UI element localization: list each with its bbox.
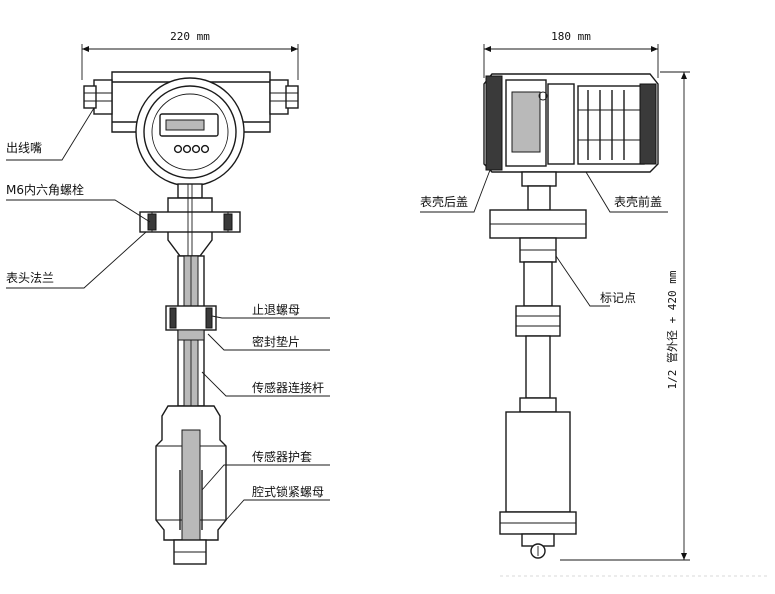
right-cable-gland [269, 79, 299, 115]
label-m6-bolt: M6内六角螺栓 [6, 182, 84, 197]
label-sensor-rod: 传感器连接杆 [252, 380, 324, 395]
front-view: 220 mm [6, 30, 330, 565]
transmitter-housing [83, 71, 299, 187]
label-head-flange: 表头法兰 [6, 271, 54, 285]
label-outlet-nozzle: 出线嘴 [6, 141, 42, 155]
side-width-text: 180 mm [551, 30, 591, 43]
label-sensor-sheath: 传感器护套 [252, 449, 312, 464]
front-width-text: 220 mm [170, 30, 210, 43]
label-ferrule-nut: 腔式锁紧螺母 [252, 484, 324, 499]
left-cable-gland [83, 79, 113, 115]
front-width-dimension: 220 mm [81, 30, 299, 80]
label-stop-nut: 止退螺母 [252, 303, 300, 317]
side-stem [499, 305, 577, 559]
height-text: 1/2 管外径 + 420 mm [665, 270, 679, 389]
label-front-cover: 表壳前盖 [614, 194, 662, 209]
front-leaders [6, 107, 330, 521]
front-lower-body [155, 405, 227, 565]
side-housing [483, 73, 659, 173]
label-seal-gasket: 密封垫片 [252, 334, 300, 349]
label-rear-cover: 表壳后盖 [420, 195, 468, 209]
display-head [135, 77, 245, 187]
height-dimension: 1/2 管外径 + 420 mm [560, 71, 690, 561]
front-neck-flange [139, 183, 241, 257]
side-neck-flange [489, 171, 587, 307]
side-view: 180 mm [420, 30, 690, 561]
side-leaders [420, 169, 668, 307]
label-marker: 标记点 [600, 291, 636, 305]
side-width-dimension: 180 mm [483, 30, 659, 78]
